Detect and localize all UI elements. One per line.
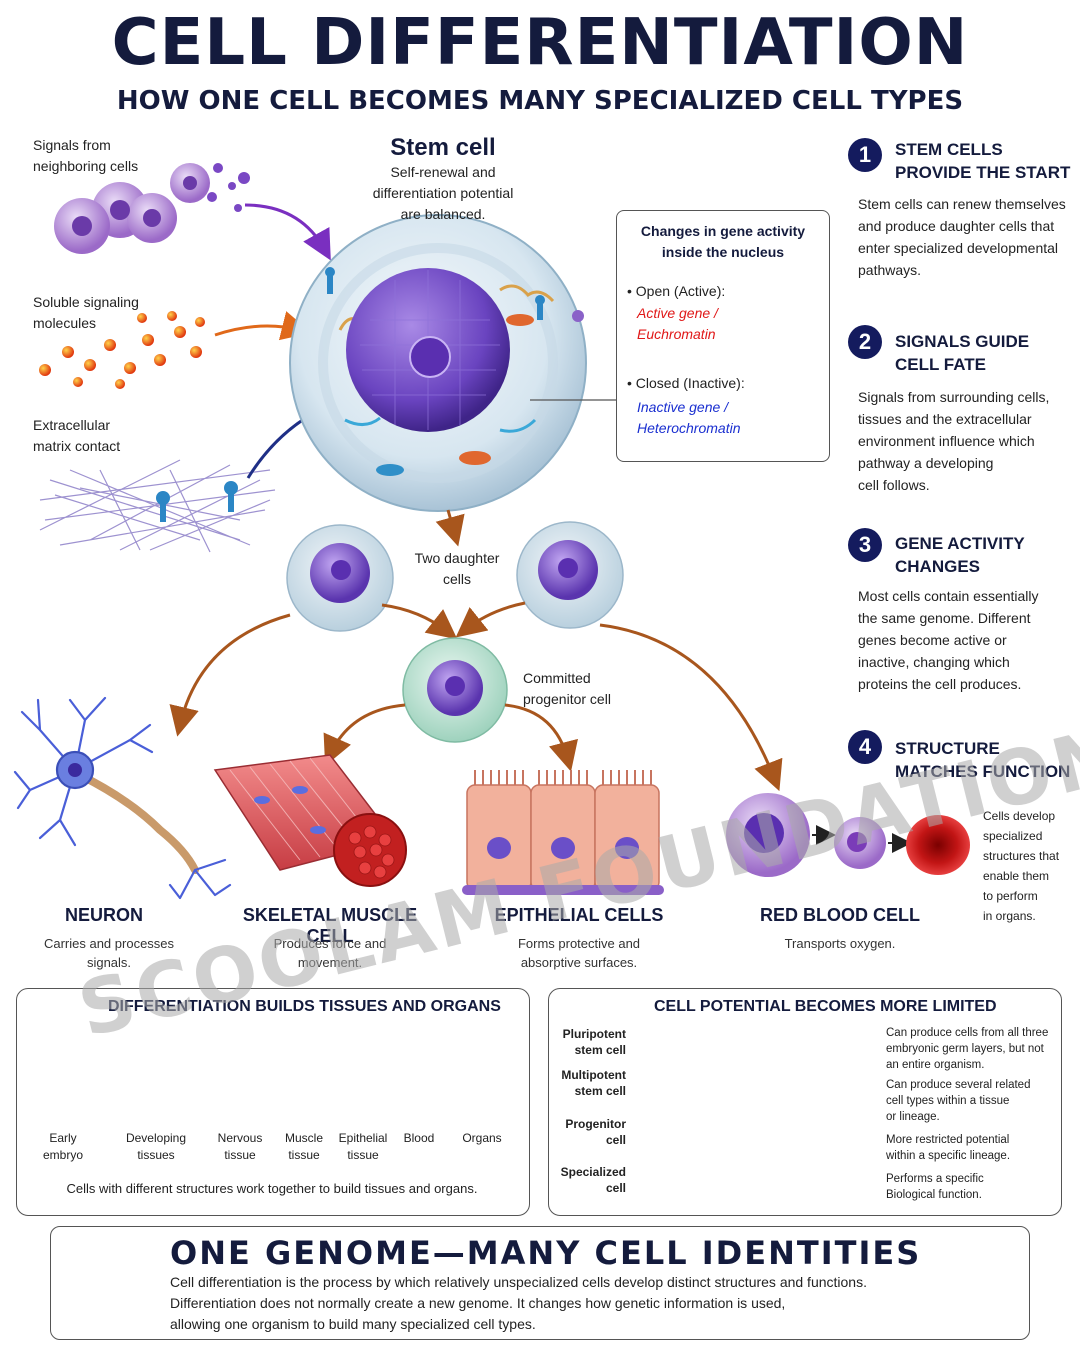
pyramid-desc-pluripotent: Can produce cells from all three embryon… (886, 1027, 1049, 1071)
epithelial-cells-icon (462, 770, 664, 895)
footer-line-1: Cell differentiation is the process by w… (170, 1274, 867, 1290)
progenitor-label: Committed progenitor cell (523, 670, 611, 707)
step-3-badge: 3 (848, 528, 882, 562)
red-blood-cell-icon (726, 793, 970, 877)
step-2-badge: 2 (848, 325, 882, 359)
gene-activity-box: Changes in gene activity inside the nucl… (616, 210, 830, 462)
pyramid-desc-progenitor: More restricted potential within a speci… (886, 1134, 1011, 1162)
tissues-caption: Cells with different structures work tog… (66, 1181, 478, 1196)
step-2-text: Signals from surrounding cells, tissues … (858, 389, 1050, 493)
footer-line-2: Differentiation does not normally create… (170, 1295, 786, 1311)
open-active-label: • Open (Active): (627, 283, 726, 299)
stem-cell-illustration (289, 214, 587, 512)
gene-box-title: Changes in gene activity inside the nucl… (640, 223, 806, 260)
step-4-text: Cells develop specialized structures tha… (983, 809, 1060, 923)
neuron-desc: Carries and processes signals. (43, 936, 175, 970)
potential-panel (548, 988, 1062, 1216)
footer-panel (50, 1226, 1030, 1340)
step-1-title: STEM CELLS PROVIDE THE START (895, 140, 1071, 182)
step-1-badge: 1 (848, 138, 882, 172)
footer-line-3: allowing one organism to build many spec… (170, 1316, 536, 1332)
daughter-cells-label: Two daughter cells (414, 550, 500, 587)
daughter-cells (286, 521, 624, 632)
step-3-text: Most cells contain essentially the same … (858, 588, 1039, 692)
pyramid-desc-specialized: Performs a specific Biological function. (886, 1173, 984, 1201)
epithelial-desc: Forms protective and absorptive surfaces… (517, 936, 641, 970)
muscle-title: SKELETAL MUSCLE CELL (242, 905, 418, 946)
neuron-icon (13, 696, 232, 900)
closed-inactive-label: • Closed (Inactive): (627, 375, 745, 391)
rbc-title: RED BLOOD CELL (760, 905, 920, 925)
step-4-title: STRUCTURE MATCHES FUNCTION (895, 739, 1071, 781)
tissues-panel (16, 988, 530, 1216)
extracellular-matrix (39, 459, 276, 553)
heterochromatin-label: Inactive gene / Heterochromatin (637, 399, 741, 436)
step-4-badge: 4 (848, 730, 882, 764)
tissue-label-organs: Organs (462, 1131, 502, 1145)
muscle-desc: Produces force and movement. (273, 936, 387, 970)
step-2-title: SIGNALS GUIDE CELL FATE (895, 332, 1030, 374)
tissues-panel-title: DIFFERENTIATION BUILDS TISSUES AND ORGAN… (108, 998, 501, 1015)
pyramid-desc-multipotent: Can produce several related cell types w… (886, 1079, 1031, 1123)
page-subtitle: HOW ONE CELL BECOMES MANY SPECIALIZED CE… (116, 86, 964, 116)
neighboring-cells-cluster (54, 163, 250, 254)
label-soluble-molecules: Soluble signaling molecules (33, 294, 139, 331)
muscle-cell-icon (213, 754, 407, 887)
euchromatin-label: Active gene / Euchromatin (637, 305, 718, 342)
label-ecm: Extracellular matrix contact (33, 417, 121, 454)
step-1-text: Stem cells can renew themselves and prod… (858, 196, 1066, 278)
epithelial-title: EPITHELIAL CELLS (494, 905, 664, 925)
potential-panel-title: CELL POTENTIAL BECOMES MORE LIMITED (654, 998, 997, 1015)
neuron-title: NEURON (64, 905, 143, 925)
tissue-label-blood: Blood (403, 1131, 435, 1145)
label-signals-neighbor: Signals from neighboring cells (33, 137, 139, 174)
rbc-desc: Transports oxygen. (784, 936, 896, 951)
footer-title: ONE GENOME—MANY CELL IDENTITIES (170, 1234, 922, 1272)
soluble-molecules (39, 311, 205, 389)
stem-cell-label: Stem cell Self-renewal and differentiati… (372, 134, 514, 222)
step-3-title: GENE ACTIVITY CHANGES (895, 534, 1025, 576)
receptors-ecm (156, 481, 238, 522)
page-title: CELL DIFFERENTIATION (111, 6, 969, 80)
progenitor-cell (402, 637, 508, 743)
